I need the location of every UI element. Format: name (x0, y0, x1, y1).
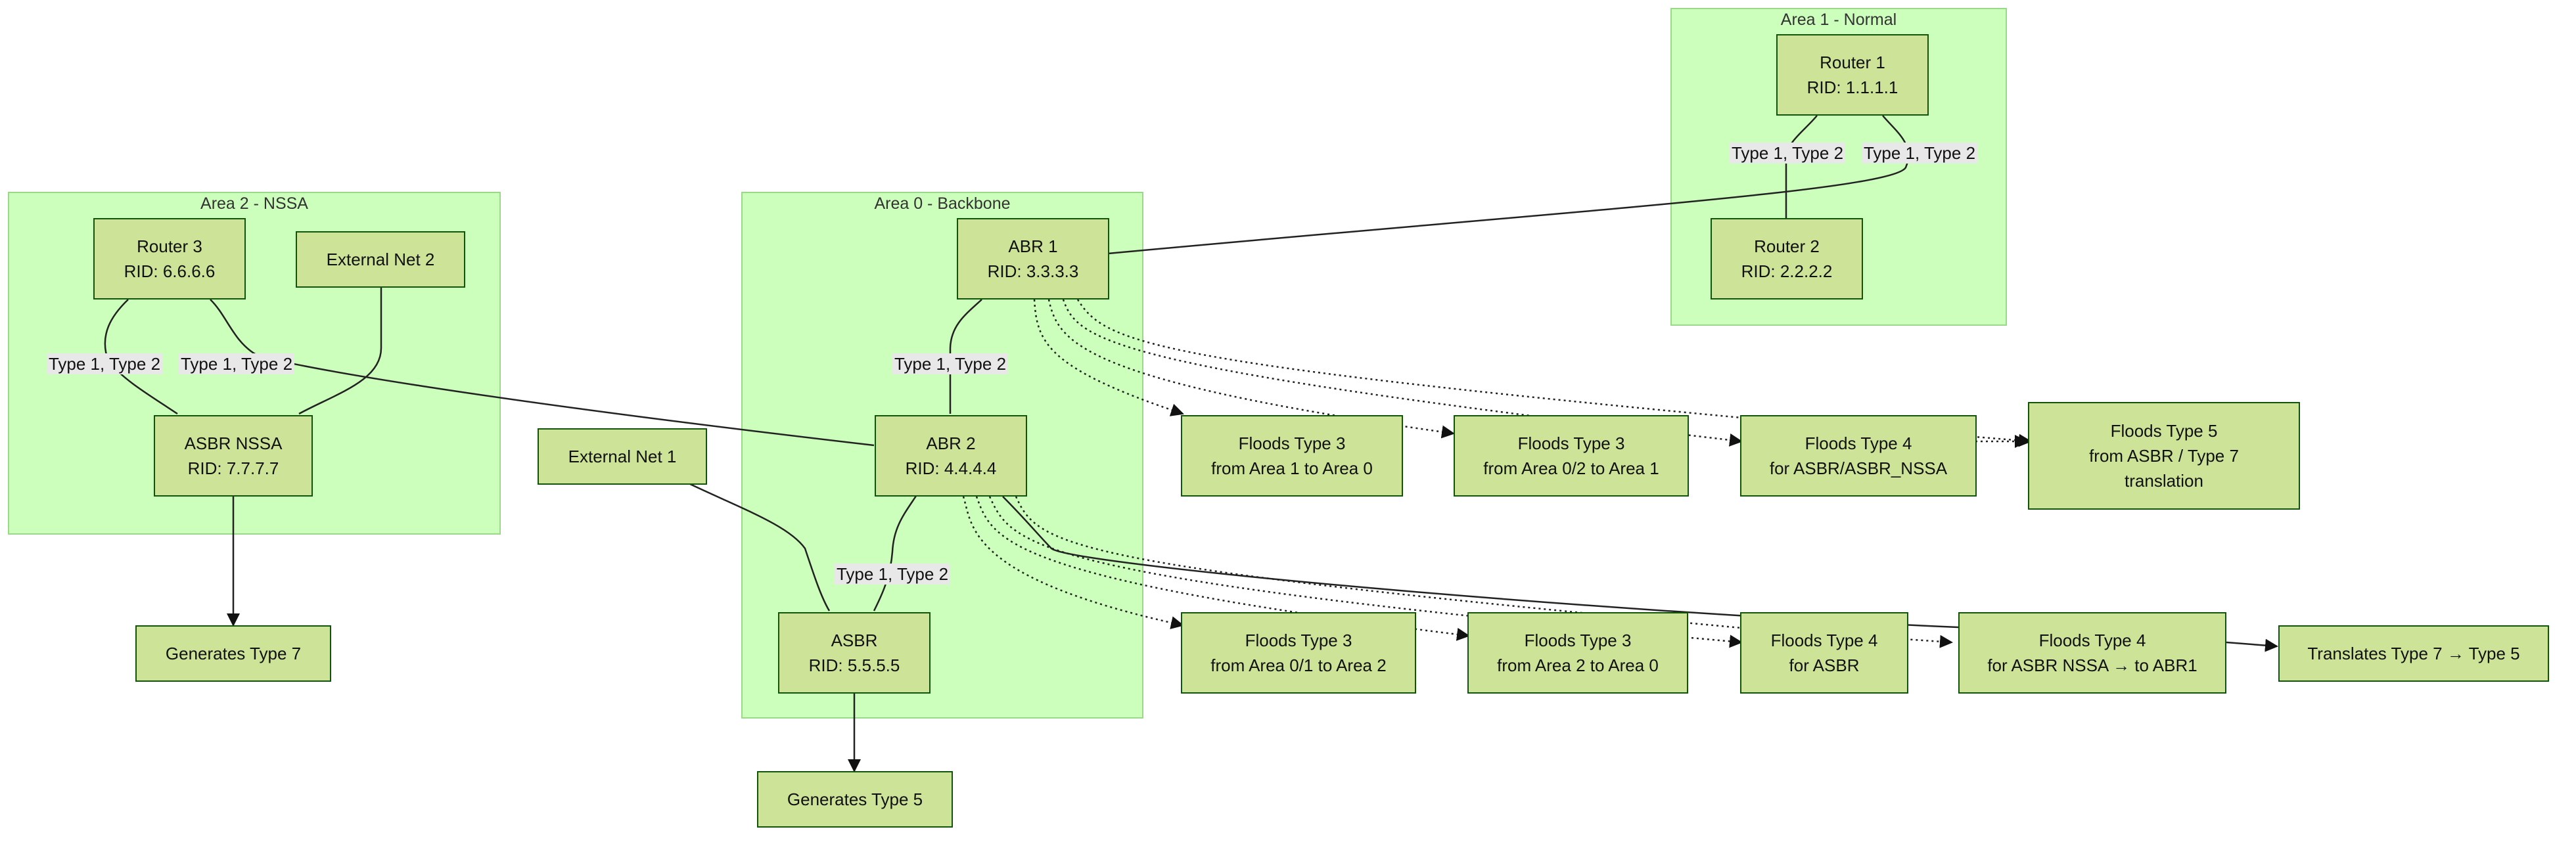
router-3-name: Router 3 (137, 236, 202, 256)
router-3-node: Router 3 RID: 6.6.6.6 (93, 218, 246, 300)
generates-type-5-node: Generates Type 5 (757, 771, 953, 828)
external-net-1-node: External Net 1 (538, 428, 707, 485)
floods-type-5-detail: from ASBR / Type 7 (2089, 446, 2239, 466)
edge-label-r3-abr2: Type 1, Type 2 (178, 353, 295, 374)
edge-label-abr1-abr2: Type 1, Type 2 (892, 353, 1009, 374)
edge-label-r1-r2: Type 1, Type 2 (1729, 143, 1846, 164)
router-2-node: Router 2 RID: 2.2.2.2 (1711, 218, 1863, 300)
floods-type-3-area2-area0-node: Floods Type 3 from Area 2 to Area 0 (1467, 612, 1688, 694)
edge-abr1-abr2 (949, 299, 982, 414)
asbr-nssa-node: ASBR NSSA RID: 7.7.7.7 (154, 415, 313, 497)
asbr-name: ASBR (831, 631, 878, 650)
edge-abr1-f3a02a1 (1047, 299, 1455, 439)
floods-type-3-area1-area0-node: Floods Type 3 from Area 1 to Area 0 (1181, 415, 1403, 497)
floods-type-3-area01-area2-title: Floods Type 3 (1245, 631, 1352, 650)
floods-type-3-area2-area0-title: Floods Type 3 (1524, 631, 1632, 650)
router-1-name: Router 1 (1820, 53, 1885, 72)
floods-type-5-detail-2: translation (2125, 471, 2203, 491)
edge-abr2-f3a2a0-upper (1015, 496, 1953, 648)
floods-type-4-nssa-abr1-detail: for ASBR NSSA → to ABR1 (1987, 655, 2197, 675)
floods-type-3-area02-area1-node: Floods Type 3 from Area 0/2 to Area 1 (1454, 415, 1689, 497)
edge-f4nssa-translate (2226, 638, 2278, 652)
edge-router3-abr2 (210, 299, 875, 447)
asbr-nssa-rid: RID: 7.7.7.7 (187, 458, 279, 478)
edge-label-r3-asbrnssa: Type 1, Type 2 (46, 353, 163, 374)
area-2-title: Area 2 - NSSA (200, 194, 308, 213)
edge-router1-router2 (1785, 115, 1818, 218)
abr-2-node: ABR 2 RID: 4.4.4.4 (875, 415, 1027, 497)
floods-type-5-title: Floods Type 5 (2110, 421, 2218, 441)
abr-1-rid: RID: 3.3.3.3 (987, 261, 1079, 281)
floods-type-5-node: Floods Type 5 from ASBR / Type 7 transla… (2028, 402, 2300, 510)
floods-type-4-nssa-abr1-node: Floods Type 4 for ASBR NSSA → to ABR1 (1958, 612, 2226, 694)
router-3-rid: RID: 6.6.6.6 (124, 261, 216, 281)
edge-extnet1-asbr (688, 482, 831, 611)
floods-type-3-area01-area2-detail: from Area 0/1 to Area 2 (1210, 655, 1387, 675)
floods-type-4-asbr-nssa-title: Floods Type 4 (1805, 433, 1912, 453)
floods-type-3-area02-area1-detail: from Area 0/2 to Area 1 (1483, 458, 1659, 478)
router-2-rid: RID: 2.2.2.2 (1741, 261, 1833, 281)
abr-2-rid: RID: 4.4.4.4 (905, 458, 997, 478)
external-net-2-node: External Net 2 (296, 231, 465, 288)
floods-type-3-area02-area1-title: Floods Type 3 (1517, 433, 1625, 453)
router-2-name: Router 2 (1754, 236, 1820, 256)
generates-type-7-node: Generates Type 7 (135, 625, 331, 682)
floods-type-4-asbr-node: Floods Type 4 for ASBR (1740, 612, 1908, 694)
asbr-node: ASBR RID: 5.5.5.5 (778, 612, 931, 694)
floods-type-4-nssa-abr1-title: Floods Type 4 (2038, 631, 2146, 650)
asbr-rid: RID: 5.5.5.5 (808, 655, 900, 675)
floods-type-4-asbr-title: Floods Type 4 (1770, 631, 1878, 650)
floods-type-4-asbr-nssa-detail: for ASBR/ASBR_NSSA (1769, 458, 1948, 478)
edge-extnet2-asbrnssa (298, 288, 382, 415)
floods-type-3-area1-area0-detail: from Area 1 to Area 0 (1211, 458, 1373, 478)
abr-1-name: ABR 1 (1008, 236, 1058, 256)
router-1-rid: RID: 1.1.1.1 (1806, 78, 1898, 97)
area-0-title: Area 0 - Backbone (874, 194, 1011, 213)
floods-type-3-area2-area0-detail: from Area 2 to Area 0 (1497, 655, 1659, 675)
floods-type-4-asbr-detail: for ASBR (1789, 655, 1860, 675)
external-net-2-label: External Net 2 (326, 250, 435, 269)
generates-type-5-label: Generates Type 5 (787, 789, 923, 809)
generates-type-7-label: Generates Type 7 (165, 644, 302, 663)
edge-abr2-asbr (873, 493, 919, 611)
translates-type7-type5-node: Translates Type 7 → Type 5 (2278, 625, 2549, 682)
edge-abr2-f3a01a2 (962, 496, 1184, 629)
floods-type-3-area1-area0-title: Floods Type 3 (1238, 433, 1346, 453)
external-net-1-label: External Net 1 (568, 447, 677, 466)
floods-type-4-asbr-nssa-node: Floods Type 4 for ASBR/ASBR_NSSA (1740, 415, 1977, 497)
abr-1-node: ABR 1 RID: 3.3.3.3 (957, 218, 1109, 300)
asbr-nssa-name: ASBR NSSA (184, 433, 283, 453)
translates-type7-type5-label: Translates Type 7 → Type 5 (2307, 644, 2520, 663)
area-1-title: Area 1 - Normal (1780, 11, 1897, 29)
edge-label-abr2-asbr: Type 1, Type 2 (834, 564, 951, 585)
edge-label-r1-abr1: Type 1, Type 2 (1861, 143, 1978, 164)
edge-abr2-f4nssa (1002, 496, 1959, 629)
edge-abr2-f4asbr (988, 496, 1743, 648)
floods-type-3-area01-area2-node: Floods Type 3 from Area 0/1 to Area 2 (1181, 612, 1416, 694)
router-1-node: Router 1 RID: 1.1.1.1 (1776, 34, 1929, 116)
abr-2-name: ABR 2 (926, 433, 976, 453)
edge-abr1-f3a1a0 (1033, 299, 1184, 416)
